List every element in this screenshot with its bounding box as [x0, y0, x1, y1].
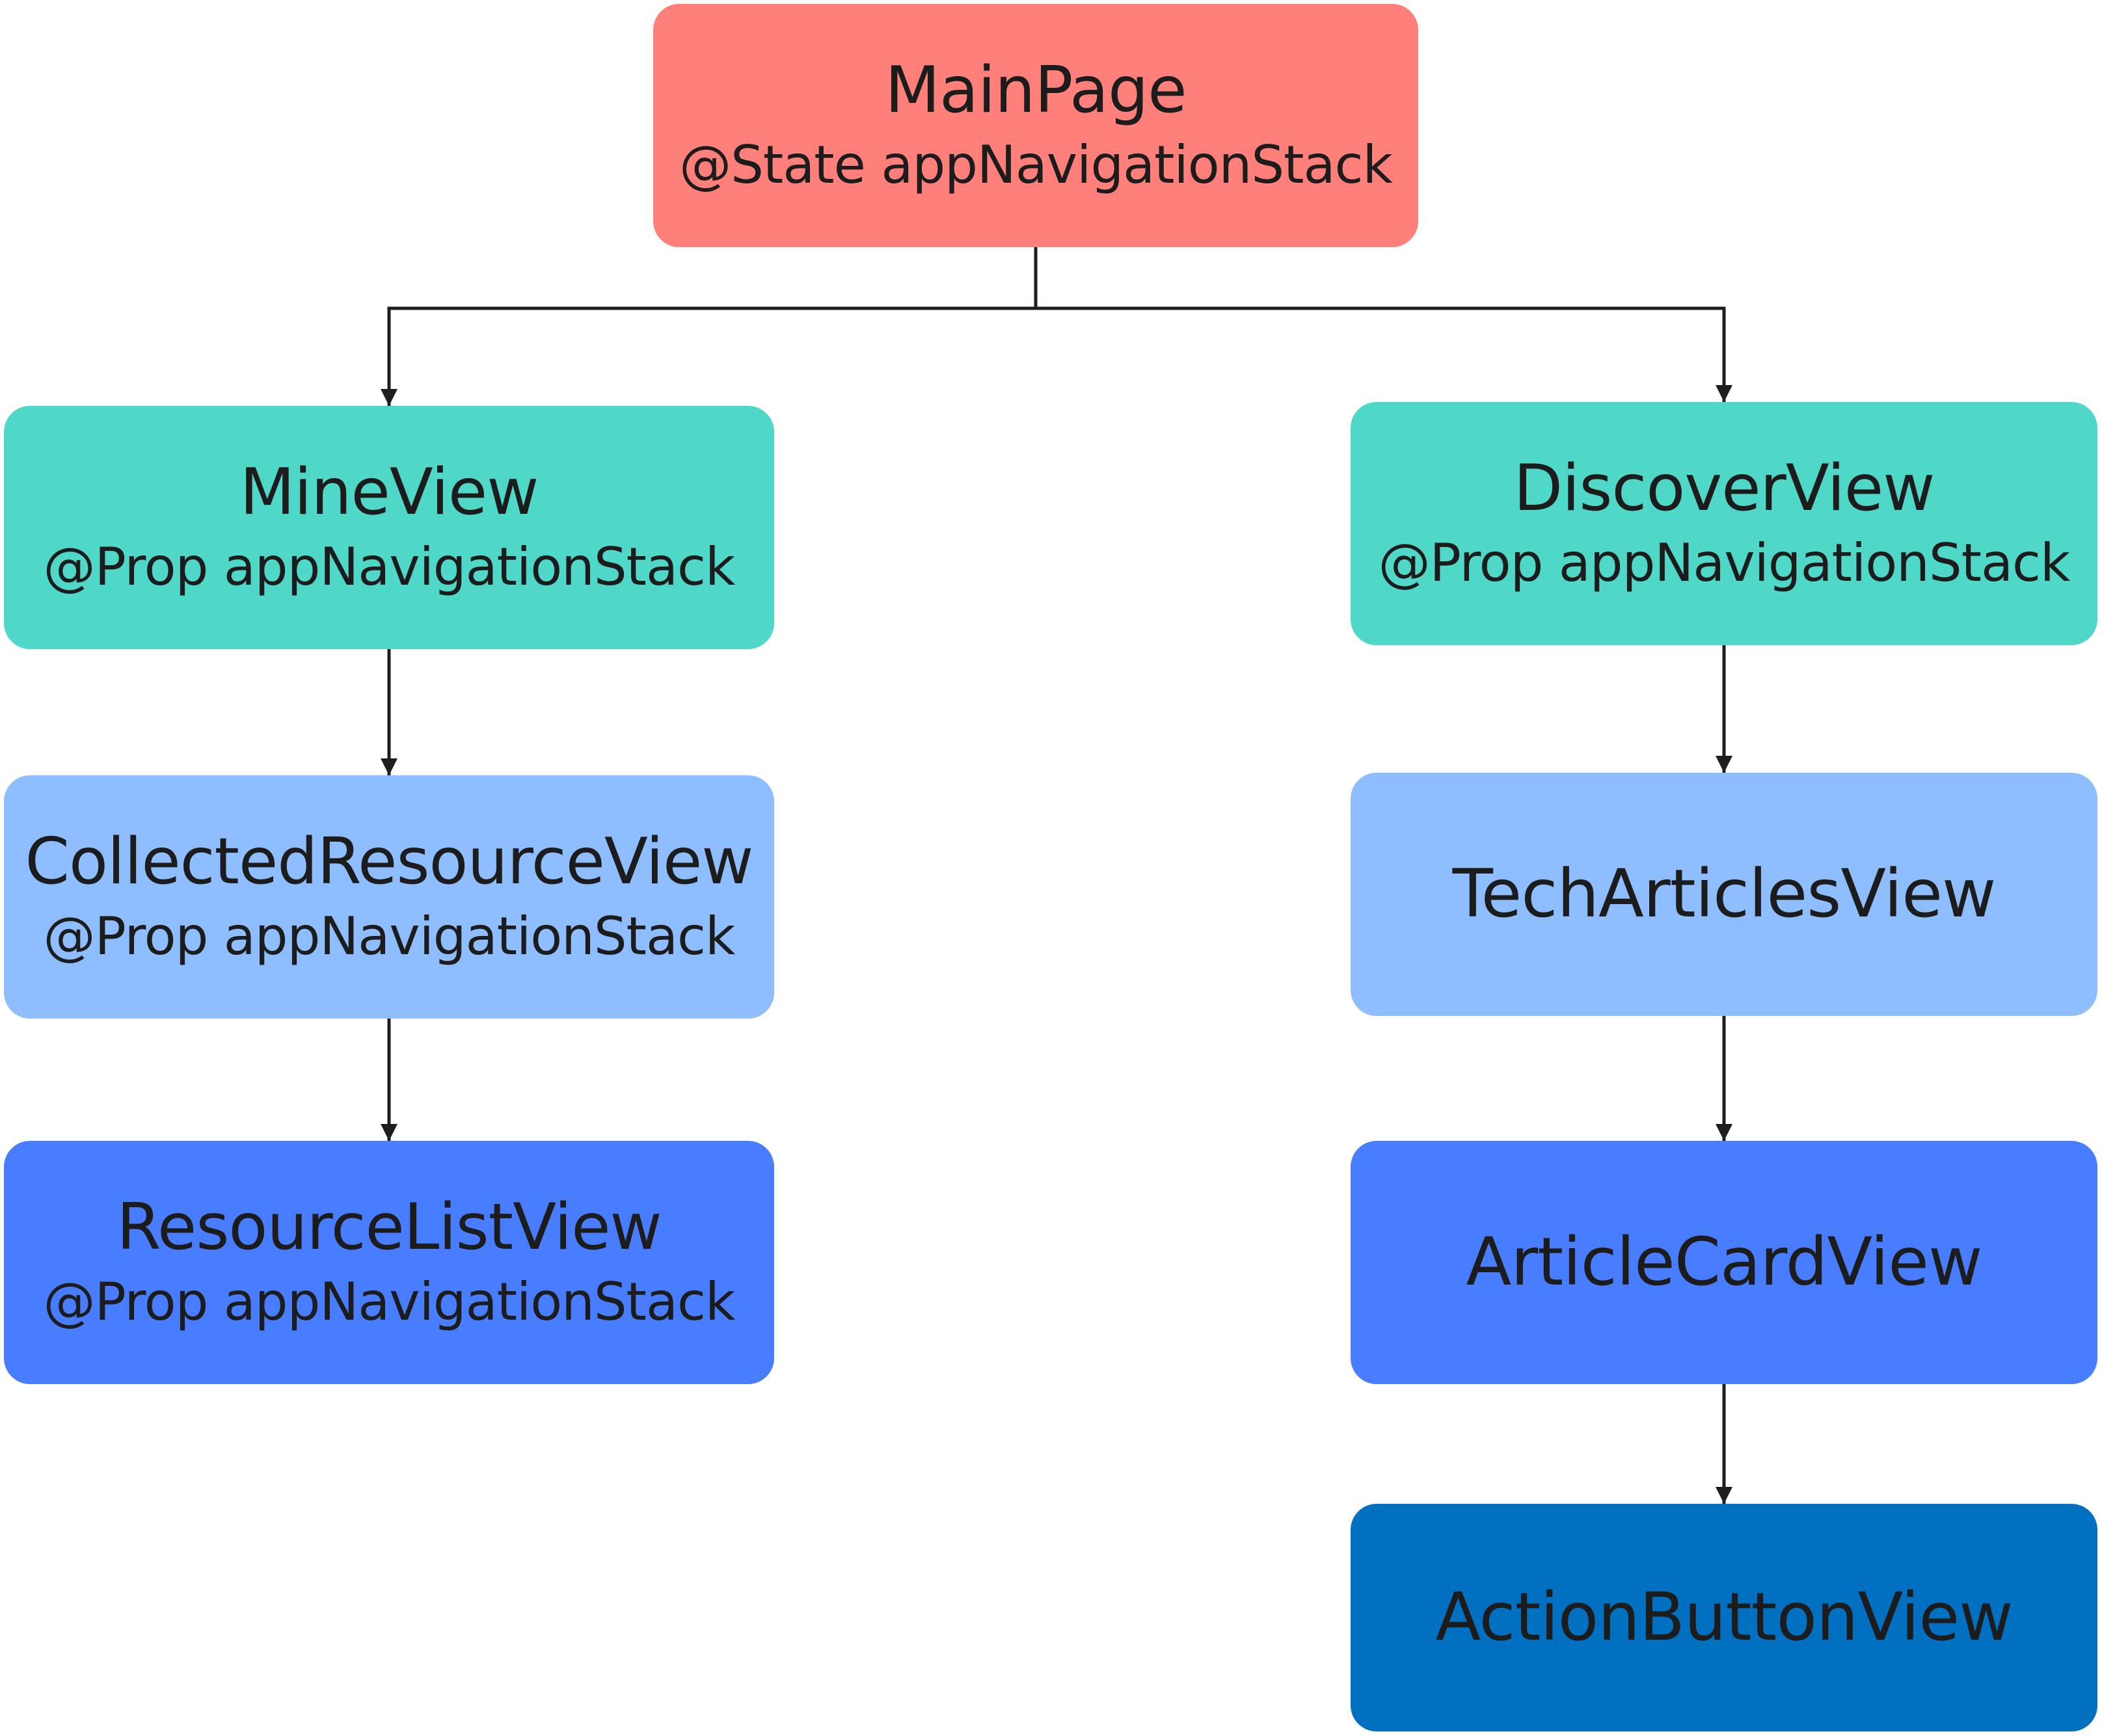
node-subtitle: @Prop appNavigationStack: [43, 1271, 736, 1332]
node-title: MineView: [239, 455, 539, 530]
edge-group: [381, 247, 1732, 1504]
node-title: CollectedResourceView: [25, 825, 754, 900]
node-mine-view: MineView @Prop appNavigationStack: [4, 406, 774, 649]
node-discover-view: DiscoverView @Prop appNavigationStack: [1351, 402, 2097, 645]
node-main-page: MainPage @State appNavigationStack: [653, 4, 1418, 247]
node-action-button-view: ActionButtonView: [1351, 1504, 2097, 1731]
node-title: DiscoverView: [1513, 451, 1935, 526]
node-article-card-view: ArticleCardView: [1351, 1141, 2097, 1384]
node-collected-resource-view: CollectedResourceView @Prop appNavigatio…: [4, 775, 774, 1019]
node-title: ArticleCardView: [1466, 1223, 1983, 1301]
edge-main-to-discover: [1034, 247, 1732, 402]
node-subtitle: @State appNavigationStack: [679, 134, 1393, 195]
node-title: MainPage: [885, 53, 1187, 128]
node-subtitle: @Prop appNavigationStack: [43, 905, 736, 967]
node-title: ActionButtonView: [1435, 1578, 2013, 1656]
node-resource-list-view: ResourceListView @Prop appNavigationStac…: [4, 1141, 774, 1384]
node-subtitle: @Prop appNavigationStack: [43, 536, 736, 597]
node-title: ResourceListView: [116, 1190, 662, 1265]
node-subtitle: @Prop appNavigationStack: [1378, 532, 2071, 593]
node-title: TechArticlesView: [1452, 855, 1997, 933]
node-tech-articles-view: TechArticlesView: [1351, 773, 2097, 1016]
edge-main-to-mine: [381, 247, 1038, 406]
